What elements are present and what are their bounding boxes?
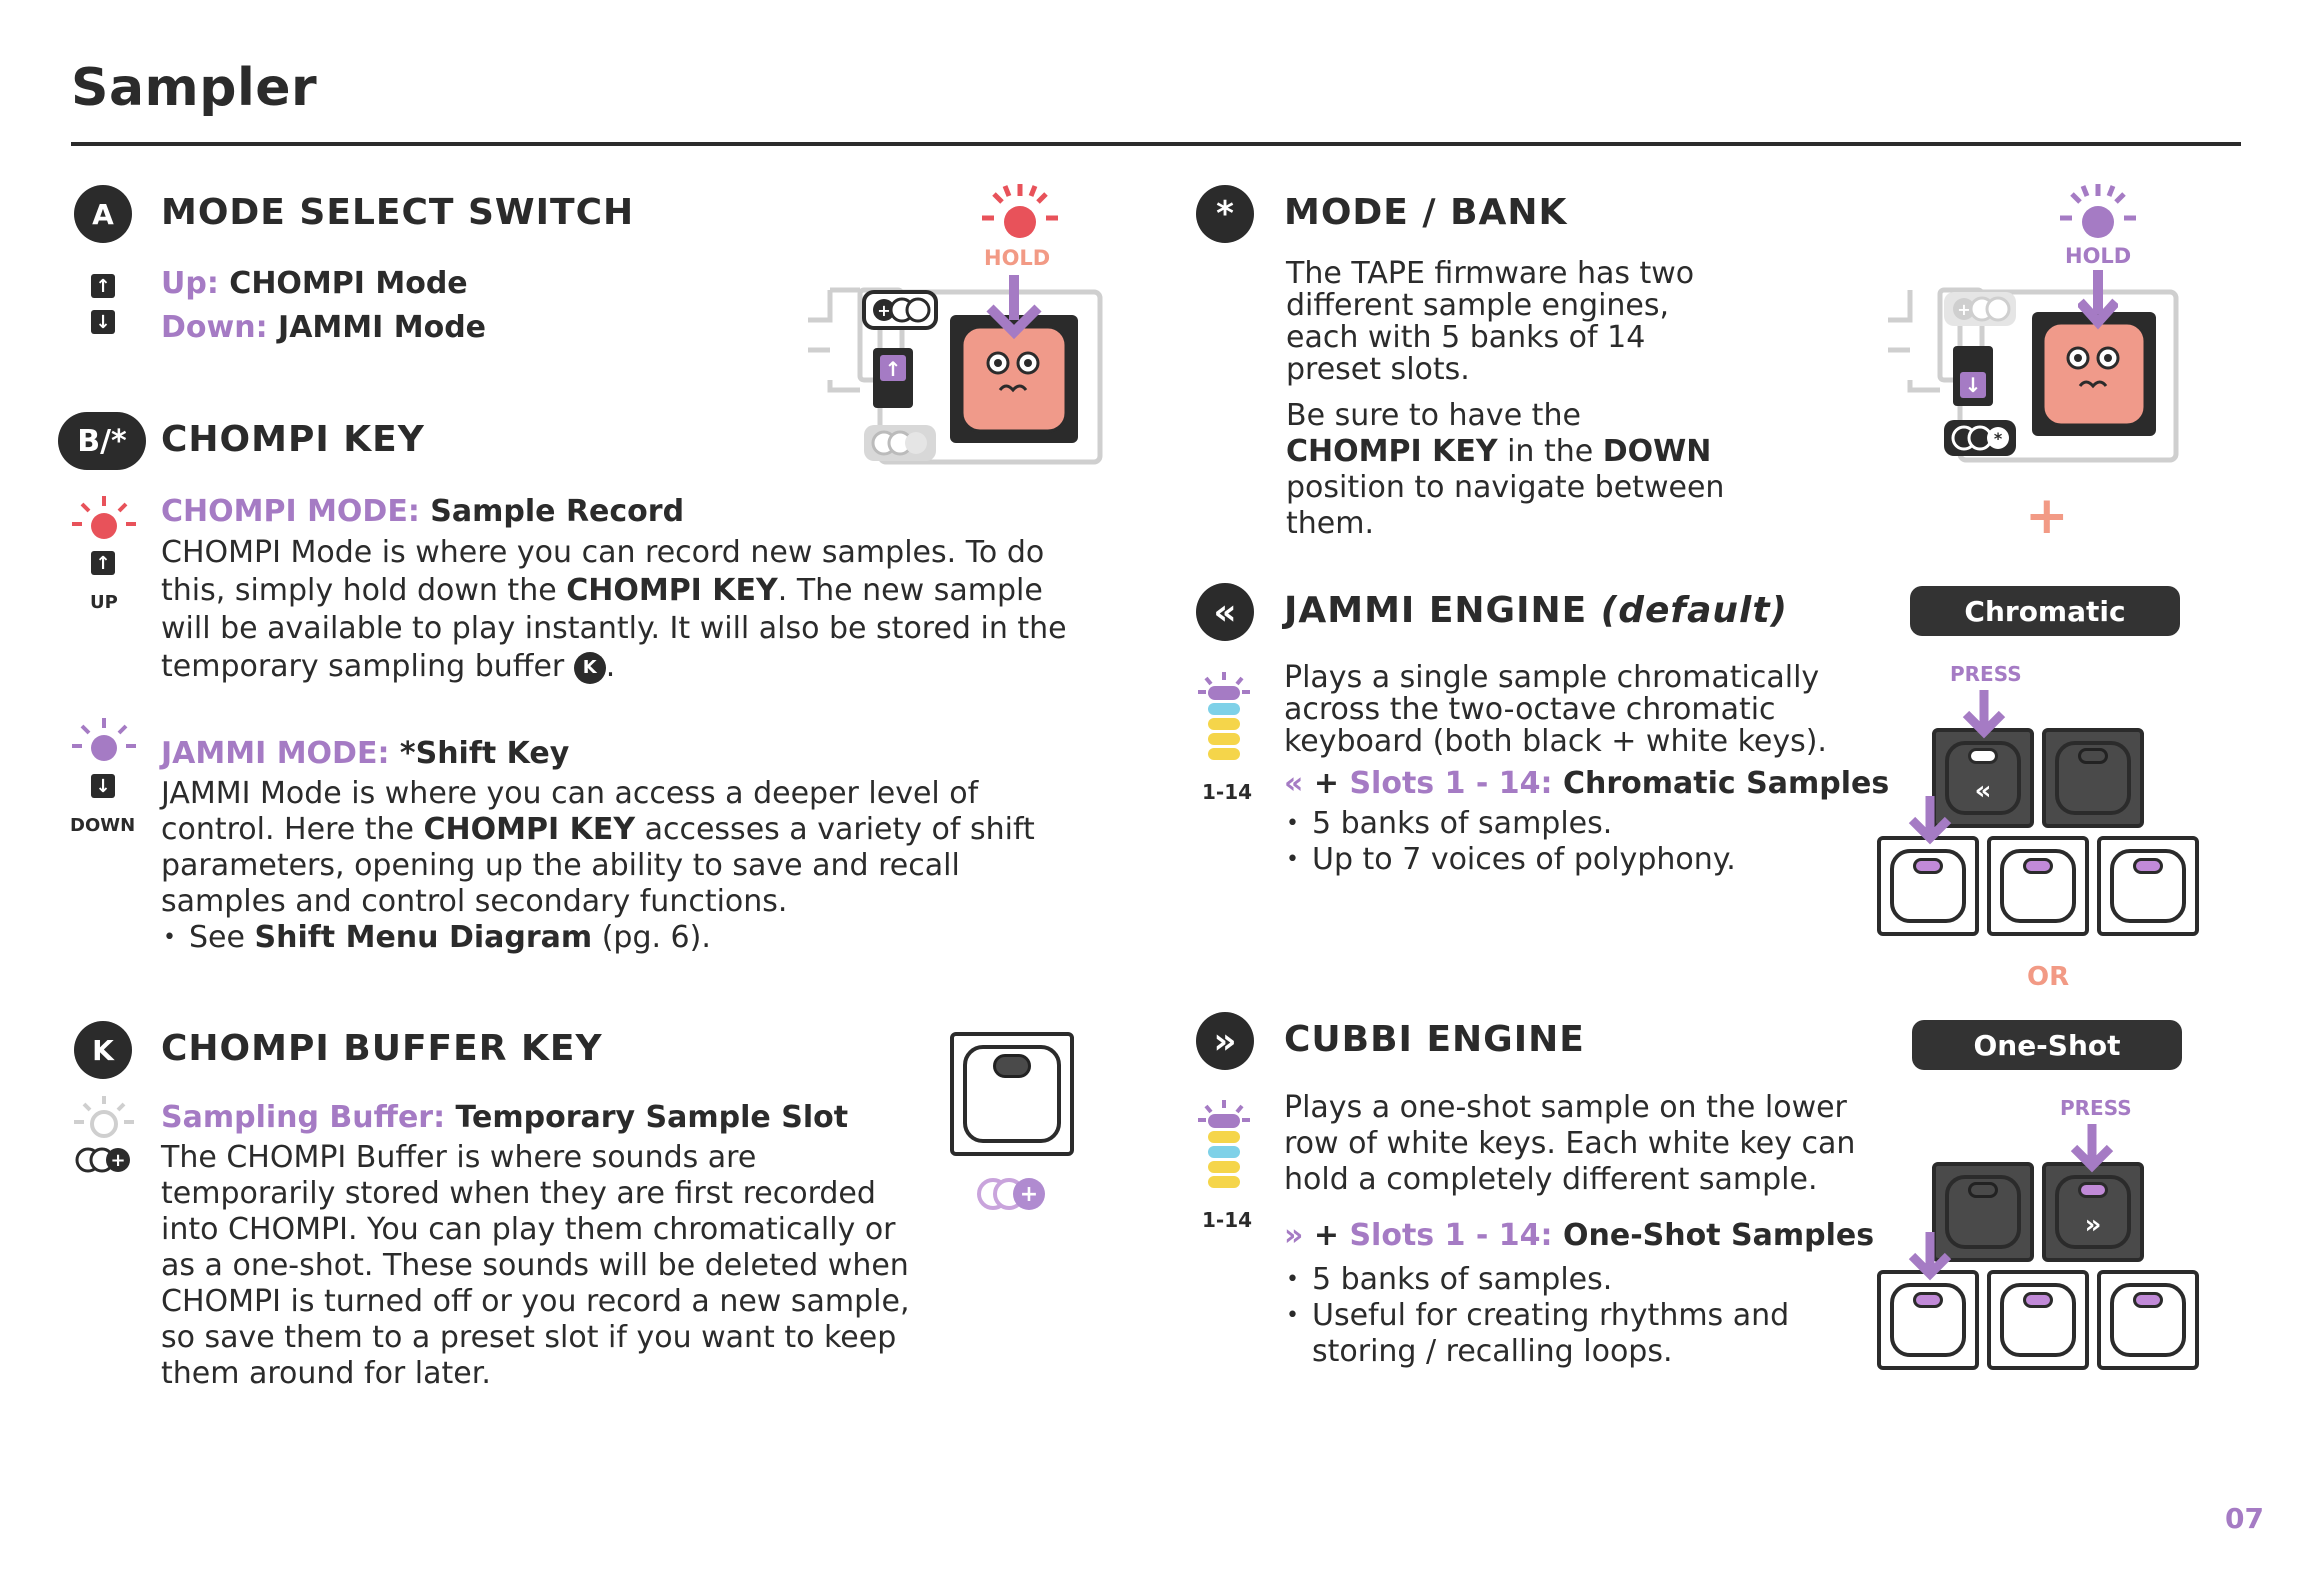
section-a-badge: A bbox=[74, 185, 132, 243]
page-title: Sampler bbox=[71, 58, 318, 118]
mode-bank-illustration: + ↓ * bbox=[1888, 287, 2179, 463]
chompi-mode-heading: CHOMPI MODE: Sample Record bbox=[161, 494, 685, 529]
bank-stack-icon bbox=[1198, 672, 1250, 760]
section-star-title: MODE / BANK bbox=[1284, 192, 1568, 233]
press-arrow-icon bbox=[1962, 690, 2006, 739]
svg-text:+: + bbox=[877, 301, 890, 320]
jammi-engine-title: JAMMI ENGINE (default) bbox=[1284, 590, 1788, 631]
sunburst-outline-icon bbox=[74, 1096, 134, 1138]
white-key bbox=[2097, 1270, 2199, 1370]
or-label: OR bbox=[2027, 962, 2070, 992]
section-b-badge: B/* bbox=[58, 412, 146, 470]
slots-label: 1-14 bbox=[1202, 780, 1253, 804]
section-a-up-line: Up: CHOMPI Mode bbox=[161, 266, 468, 301]
jammi-bullets: 5 banks of samples. Up to 7 voices of po… bbox=[1284, 806, 1844, 878]
section-a-title: MODE SELECT SWITCH bbox=[161, 192, 635, 233]
hold-arrow-icon bbox=[2078, 270, 2118, 330]
buffer-k-badge: K bbox=[573, 651, 606, 684]
white-key bbox=[1877, 836, 1979, 936]
plus-sign: + bbox=[2025, 486, 2069, 546]
section-k-title: CHOMPI BUFFER KEY bbox=[161, 1028, 603, 1069]
black-key: » bbox=[2042, 1162, 2144, 1262]
jammi-mode-description: JAMMI Mode is where you can access a dee… bbox=[161, 776, 1041, 956]
one-shot-pill: One-Shot bbox=[1912, 1020, 2182, 1070]
press-arrow-icon bbox=[1908, 1232, 1952, 1281]
black-key bbox=[2042, 728, 2144, 828]
press-arrow-icon bbox=[2070, 1124, 2114, 1173]
buffer-key-purple-icon: + bbox=[977, 1178, 1045, 1210]
cubbi-combo-line: » + Slots 1 - 14: One-Shot Samples bbox=[1284, 1218, 1875, 1253]
list-item: 5 banks of samples. bbox=[1284, 1262, 1804, 1298]
section-star-badge: * bbox=[1196, 185, 1254, 243]
hold-label: HOLD bbox=[984, 246, 1051, 270]
press-label: PRESS bbox=[2060, 1096, 2132, 1120]
chompi-mode-description: CHOMPI Mode is where you can record new … bbox=[161, 535, 1067, 684]
svg-text:↓: ↓ bbox=[1965, 373, 1982, 397]
jammi-engine-description: Plays a single sample chromatically acro… bbox=[1284, 660, 1827, 759]
black-key bbox=[1932, 1162, 2034, 1262]
sampling-buffer-description: The CHOMPI Buffer is where sounds are te… bbox=[161, 1140, 910, 1391]
slots-label: 1-14 bbox=[1202, 1208, 1253, 1232]
cubbi-engine-title: CUBBI ENGINE bbox=[1284, 1019, 1585, 1060]
list-item: 5 banks of samples. bbox=[1284, 806, 1844, 842]
section-a-down-line: Down: JAMMI Mode bbox=[161, 310, 487, 345]
cubbi-engine-badge: » bbox=[1196, 1012, 1254, 1070]
svg-text:+: + bbox=[1957, 300, 1970, 319]
list-item: Up to 7 voices of polyphony. bbox=[1284, 842, 1844, 878]
sunburst-red-icon bbox=[72, 496, 136, 539]
section-k-badge: K bbox=[74, 1021, 132, 1079]
sunburst-purple-icon bbox=[72, 718, 136, 761]
mode-switch-illustration: + ↑ bbox=[808, 275, 1103, 465]
press-label: PRESS bbox=[1950, 662, 2022, 686]
sampling-buffer-heading: Sampling Buffer: Temporary Sample Slot bbox=[161, 1100, 849, 1135]
cubbi-bullets: 5 banks of samples. Useful for creating … bbox=[1284, 1262, 1804, 1370]
shift-menu-reference: See Shift Menu Diagram (pg. 6). bbox=[161, 920, 1041, 956]
svg-text:↑: ↑ bbox=[885, 357, 902, 381]
white-key bbox=[1987, 836, 2089, 936]
svg-text:+: + bbox=[110, 1150, 125, 1171]
arrow-up-icon: ↑ bbox=[91, 274, 115, 298]
white-key bbox=[1877, 1270, 1979, 1370]
sunburst-purple-icon bbox=[2060, 184, 2136, 238]
list-item: Useful for creating rhythms and storing … bbox=[1284, 1298, 1804, 1370]
hold-label: HOLD bbox=[2065, 244, 2132, 268]
svg-text:+: + bbox=[1020, 1182, 1038, 1207]
press-arrow-icon bbox=[1908, 796, 1952, 845]
arrow-down-icon: ↓ bbox=[91, 774, 115, 798]
title-divider bbox=[71, 142, 2241, 146]
white-key bbox=[2097, 836, 2199, 936]
arrow-down-icon: ↓ bbox=[91, 310, 115, 334]
buffer-key-illustration bbox=[950, 1032, 1074, 1156]
section-b-title: CHOMPI KEY bbox=[161, 419, 425, 460]
jammi-mode-heading: JAMMI MODE: *Shift Key bbox=[161, 736, 570, 771]
up-label: UP bbox=[90, 592, 118, 613]
svg-text:*: * bbox=[1994, 429, 2003, 448]
jammi-combo-line: « + Slots 1 - 14: Chromatic Samples bbox=[1284, 766, 1890, 801]
bank-stack-icon bbox=[1198, 1100, 1250, 1188]
buffer-key-icon: + bbox=[75, 1147, 130, 1173]
jammi-engine-badge: « bbox=[1196, 583, 1254, 641]
mode-bank-description: The TAPE firmware has two different samp… bbox=[1286, 256, 1725, 542]
sunburst-red-icon bbox=[982, 184, 1058, 238]
page-number: 07 bbox=[2225, 1502, 2264, 1535]
chromatic-pill: Chromatic bbox=[1910, 586, 2180, 636]
arrow-up-icon: ↑ bbox=[91, 551, 115, 575]
white-key bbox=[1987, 1270, 2089, 1370]
cubbi-engine-description: Plays a one-shot sample on the lower row… bbox=[1284, 1090, 1856, 1197]
down-label: DOWN bbox=[70, 815, 136, 836]
